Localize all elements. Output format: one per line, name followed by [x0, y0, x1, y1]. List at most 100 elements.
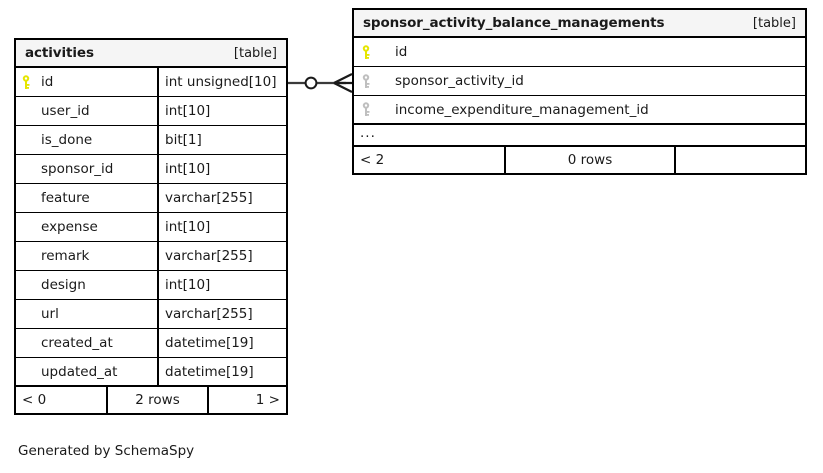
column-type: varchar[255] — [165, 248, 253, 264]
table-activities-title: activities — [25, 45, 94, 61]
column-name-cell: is_done — [16, 126, 157, 154]
table-sponsor-activity-balance-managements-title: sponsor_activity_balance_managements — [363, 15, 665, 31]
foreign-key-icon — [362, 73, 373, 89]
column-name: url — [41, 306, 59, 322]
column-name-cell: expense — [16, 213, 157, 241]
column-name-cell: sponsor_activity_id — [354, 67, 805, 95]
generated-by-caption: Generated by SchemaSpy — [18, 443, 195, 459]
column-name: income_expenditure_management_id — [395, 101, 649, 118]
key-placeholder — [22, 364, 33, 379]
column-type-cell: datetime[19] — [157, 358, 286, 385]
table-row[interactable]: url varchar[255] — [16, 300, 286, 329]
key-placeholder — [22, 336, 33, 351]
table-sponsor-activity-balance-managements-type-tag: [table] — [752, 15, 796, 31]
table-sponsor-activity-balance-managements-footer: < 2 0 rows — [354, 147, 805, 173]
table-row[interactable]: expense int[10] — [16, 213, 286, 242]
table-sponsor-activity-balance-managements[interactable]: sponsor_activity_balance_managements [ta… — [352, 8, 807, 175]
column-type: int[10] — [165, 219, 211, 235]
column-name: sponsor_activity_id — [395, 73, 524, 89]
column-name: feature — [41, 190, 90, 206]
column-name: design — [41, 277, 86, 293]
column-type: datetime[19] — [165, 363, 254, 380]
key-placeholder — [22, 249, 33, 264]
column-name: remark — [41, 248, 90, 264]
column-type: int[10] — [165, 103, 211, 119]
prev-page-label: < 2 — [360, 152, 385, 168]
column-name-cell: updated_at — [16, 358, 157, 385]
column-name: updated_at — [41, 363, 118, 380]
key-placeholder — [22, 220, 33, 235]
next-page-button[interactable] — [674, 147, 805, 173]
row-count-text: 0 rows — [567, 152, 613, 168]
column-name: id — [395, 44, 408, 60]
prev-page-button[interactable]: < 2 — [354, 147, 504, 173]
column-name: created_at — [41, 335, 113, 351]
column-type-cell: int[10] — [157, 97, 286, 125]
table-row[interactable]: feature varchar[255] — [16, 184, 286, 213]
column-name-cell: created_at — [16, 329, 157, 357]
table-row[interactable]: sponsor_activity_id — [354, 67, 805, 96]
foreign-key-icon — [362, 102, 373, 117]
key-placeholder — [22, 191, 33, 206]
table-row[interactable]: design int[10] — [16, 271, 286, 300]
column-type-cell: int unsigned[10] — [157, 68, 286, 96]
column-type: datetime[19] — [165, 335, 254, 351]
column-type: int[10] — [165, 277, 211, 293]
row-count-label: 2 rows — [106, 387, 207, 413]
table-row[interactable]: is_done bit[1] — [16, 126, 286, 155]
column-name-cell: sponsor_id — [16, 155, 157, 183]
key-placeholder — [22, 104, 33, 119]
key-placeholder — [22, 307, 33, 322]
column-type: int unsigned[10] — [165, 74, 277, 90]
column-name: id — [41, 74, 54, 90]
table-activities-type-tag: [table] — [233, 45, 277, 61]
column-name-cell: url — [16, 300, 157, 328]
column-name-cell: id — [16, 68, 157, 96]
row-count-label: 0 rows — [504, 147, 674, 173]
prev-page-label: < 0 — [22, 392, 47, 408]
column-type-cell: datetime[19] — [157, 329, 286, 357]
more-columns-row: ... — [354, 125, 805, 147]
table-row[interactable]: user_id int[10] — [16, 97, 286, 126]
table-row[interactable]: updated_at datetime[19] — [16, 358, 286, 387]
next-page-label: 1 > — [255, 392, 280, 408]
key-placeholder — [22, 278, 33, 293]
column-name-cell: id — [354, 38, 805, 66]
table-row[interactable]: sponsor_id int[10] — [16, 155, 286, 184]
column-type: varchar[255] — [165, 190, 253, 206]
key-placeholder — [22, 133, 33, 148]
table-row[interactable]: id int unsigned[10] — [16, 68, 286, 97]
column-type-cell: int[10] — [157, 155, 286, 183]
table-row[interactable]: income_expenditure_management_id — [354, 96, 805, 125]
column-type-cell: int[10] — [157, 213, 286, 241]
table-activities[interactable]: activities [table] id int unsigned[1 — [14, 38, 288, 415]
column-type-cell: bit[1] — [157, 126, 286, 154]
column-type-cell: int[10] — [157, 271, 286, 299]
column-type: int[10] — [165, 161, 211, 177]
key-placeholder — [22, 162, 33, 177]
table-row[interactable]: created_at datetime[19] — [16, 329, 286, 358]
row-count-text: 2 rows — [135, 392, 180, 408]
column-type-cell: varchar[255] — [157, 300, 286, 328]
next-page-button[interactable]: 1 > — [207, 387, 286, 413]
prev-page-button[interactable]: < 0 — [16, 387, 106, 413]
column-name: user_id — [41, 103, 90, 119]
column-name-cell: design — [16, 271, 157, 299]
column-name: expense — [41, 219, 98, 235]
table-activities-footer: < 0 2 rows 1 > — [16, 387, 286, 413]
column-type: varchar[255] — [165, 306, 253, 322]
column-type-cell: varchar[255] — [157, 242, 286, 270]
table-activities-header: activities [table] — [16, 40, 286, 68]
column-name-cell: feature — [16, 184, 157, 212]
primary-key-icon — [22, 74, 33, 90]
table-row[interactable]: remark varchar[255] — [16, 242, 286, 271]
column-name-cell: income_expenditure_management_id — [354, 96, 805, 123]
column-name-cell: remark — [16, 242, 157, 270]
column-name-cell: user_id — [16, 97, 157, 125]
column-name: sponsor_id — [41, 161, 114, 177]
table-row[interactable]: id — [354, 38, 805, 67]
column-name: is_done — [41, 132, 93, 148]
more-columns-indicator: ... — [360, 125, 376, 141]
column-type-cell: varchar[255] — [157, 184, 286, 212]
